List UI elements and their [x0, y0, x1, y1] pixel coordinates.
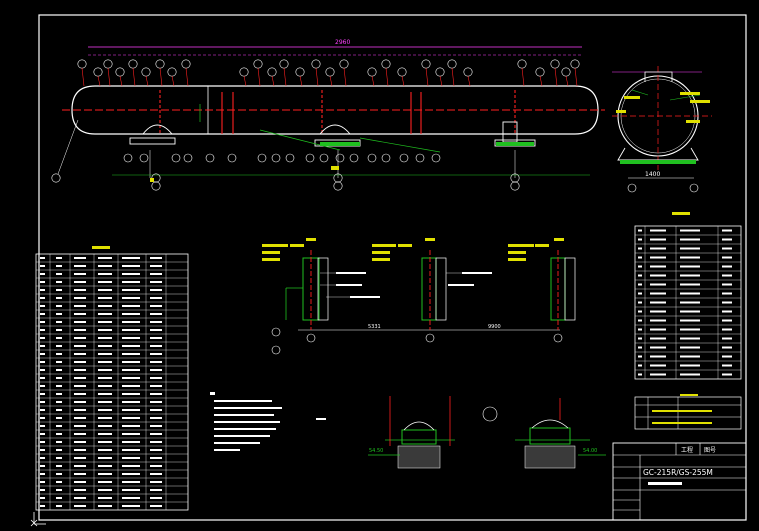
- balloon: [128, 59, 138, 69]
- balloon: [305, 153, 315, 163]
- plan-dimension-2: 9900: [488, 324, 501, 330]
- overall-dimension-label: 2960: [335, 39, 350, 46]
- balloon: [183, 153, 193, 163]
- balloon: [415, 153, 425, 163]
- technical-data-table: [634, 212, 742, 380]
- balloon: [123, 153, 133, 163]
- balloon: [93, 67, 103, 77]
- balloon: [435, 67, 445, 77]
- balloon: [463, 67, 473, 77]
- notes-block: [210, 392, 326, 451]
- balloon: [510, 181, 520, 191]
- balloon: [550, 59, 560, 69]
- balloon: [141, 67, 151, 77]
- foundation-detail-left: 54.50: [368, 396, 455, 469]
- balloon: [447, 59, 457, 69]
- elevation-right: 54.00: [583, 448, 597, 454]
- balloon: [570, 59, 580, 69]
- balloon: [333, 173, 343, 183]
- nozzle-table: [35, 246, 189, 511]
- balloon: [279, 59, 289, 69]
- balloon: [103, 59, 113, 69]
- plan-dimension-1: 5331: [368, 324, 381, 330]
- balloon: [253, 59, 263, 69]
- balloon: [171, 153, 181, 163]
- balloon: [510, 173, 520, 183]
- balloon: [77, 59, 87, 69]
- balloon: [561, 67, 571, 77]
- foundation-detail-right: 54.00: [482, 398, 606, 469]
- vessel-front-view: 2960: [51, 39, 605, 191]
- balloon: [181, 59, 191, 69]
- balloon: [239, 67, 249, 77]
- balloon: [517, 59, 527, 69]
- balloon: [139, 153, 149, 163]
- balloon: [431, 153, 441, 163]
- balloon: [381, 59, 391, 69]
- balloon: [51, 173, 61, 183]
- balloon: [167, 67, 177, 77]
- revision-table: [634, 394, 742, 430]
- drawing-number: GC-215R/GS-255M: [643, 468, 713, 477]
- balloon: [227, 153, 237, 163]
- ucs-icon: [30, 512, 46, 527]
- sheet-border: [38, 14, 747, 521]
- title-cell-project: 工程: [681, 446, 693, 454]
- balloon: [285, 153, 295, 163]
- balloon: [335, 153, 345, 163]
- elevation-left: 54.50: [369, 448, 383, 454]
- title-cell-drawing-no: 图号: [704, 447, 716, 454]
- balloon: [319, 153, 329, 163]
- title-block: 工程 图号 GC-215R/GS-255M: [612, 442, 747, 521]
- balloon: [367, 67, 377, 77]
- balloon: [151, 181, 161, 191]
- balloon: [421, 59, 431, 69]
- balloon: [333, 181, 343, 191]
- balloon: [257, 153, 267, 163]
- balloon: [155, 59, 165, 69]
- balloon: [295, 67, 305, 77]
- balloon: [399, 153, 409, 163]
- balloon: [381, 153, 391, 163]
- balloon: [205, 153, 215, 163]
- balloon: [397, 67, 407, 77]
- balloon: [115, 67, 125, 77]
- vessel-side-view: 1400: [612, 66, 712, 193]
- balloon: [311, 59, 321, 69]
- balloon: [535, 67, 545, 77]
- balloon: [271, 153, 281, 163]
- side-view-dimension: 1400: [645, 171, 660, 178]
- balloon: [267, 67, 277, 77]
- balloon: [367, 153, 377, 163]
- balloon: [325, 67, 335, 77]
- balloon: [339, 59, 349, 69]
- section-views: 5331 9900: [262, 238, 576, 355]
- balloon: [349, 153, 359, 163]
